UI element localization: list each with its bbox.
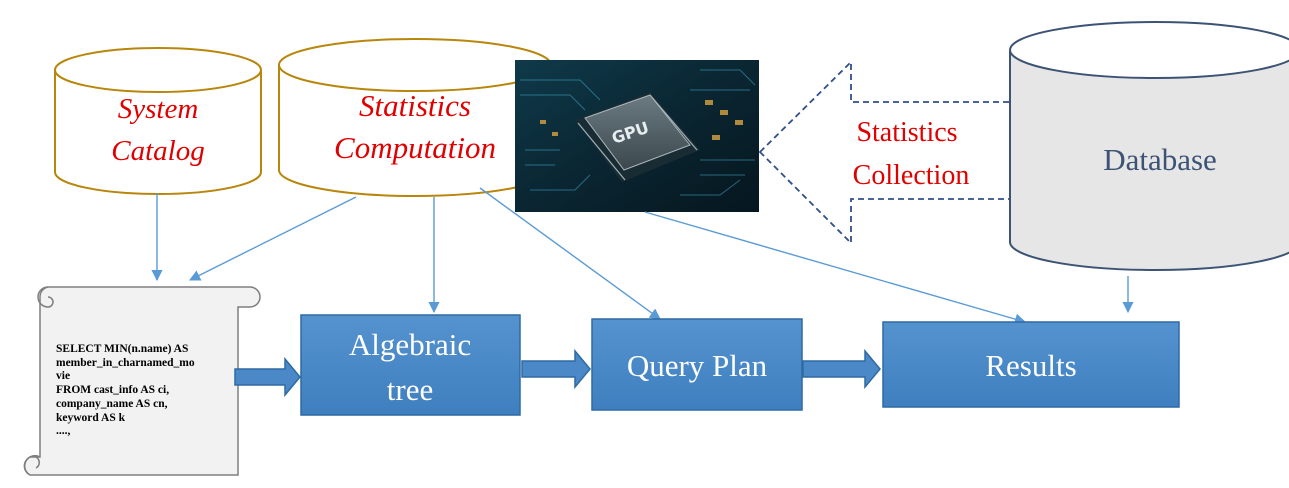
arrow-stats-to-queryplan	[479, 187, 661, 320]
statistics-collection-label-1: Statistics	[856, 117, 957, 148]
arrow-algebraic-to-queryplan	[521, 348, 591, 390]
system-catalog-label-1: System	[118, 93, 199, 125]
gpu-image: GPU	[515, 60, 759, 212]
arrow-stats-to-sql	[188, 196, 357, 281]
statistics-computation-label-2: Computation	[334, 130, 496, 165]
connector-arrows	[151, 187, 1134, 325]
results-box: Results	[882, 321, 1180, 408]
arrow-gpu-to-results	[644, 211, 1027, 325]
sql-line-6: keyword AS k	[56, 412, 126, 424]
statistics-collection-label-2: Collection	[853, 160, 970, 191]
algebraic-tree-label-2: tree	[387, 372, 433, 407]
database-label: Database	[1103, 142, 1217, 177]
sql-line-1: SELECT MIN(n.name) AS	[56, 343, 188, 355]
sql-line-5: company_name AS cn,	[56, 398, 168, 410]
query-plan-box: Query Plan	[591, 318, 803, 411]
query-plan-label: Query Plan	[627, 348, 768, 383]
statistics-collection-arrow: Statistics Collection	[758, 59, 1011, 246]
statistics-computation-label-1: Statistics	[359, 88, 471, 123]
sql-line-2: member_in_charnamed_mo	[56, 357, 195, 369]
sql-line-3: vie	[56, 370, 70, 382]
sql-line-4: FROM cast_info AS ci,	[56, 384, 169, 396]
sql-line-7: ....,	[56, 425, 71, 437]
results-label: Results	[985, 348, 1076, 383]
algebraic-tree-label-1: Algebraic	[349, 327, 471, 362]
algebraic-tree-box: Algebraic tree	[300, 314, 521, 416]
sql-query-scroll: SELECT MIN(n.name) AS member_in_charname…	[23, 286, 261, 476]
statistics-computation-cylinder: Statistics Computation	[278, 38, 552, 197]
system-catalog-label-2: Catalog	[111, 135, 204, 167]
arrow-queryplan-to-results	[802, 348, 881, 390]
pipeline-arrows	[234, 348, 881, 398]
system-catalog-cylinder: System Catalog	[54, 47, 262, 195]
arrow-sql-to-algebraic	[234, 356, 301, 398]
database-cylinder: Database	[1009, 21, 1289, 271]
